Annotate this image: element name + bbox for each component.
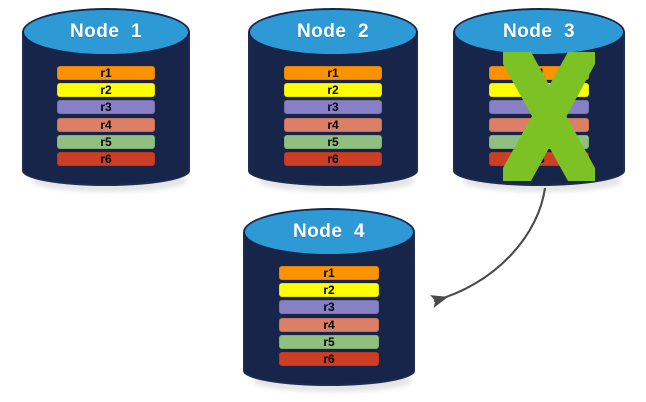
node-3[interactable]: Node 3 r1 r2 r3 r4 r5 r6 [453,8,625,192]
row-bar[interactable]: r4 [57,117,155,132]
row-bar[interactable]: r1 [489,66,589,80]
row-bar[interactable]: r5 [489,134,589,149]
node-label: Node 1 [69,21,143,42]
row-bar[interactable]: r4 [279,317,379,332]
row-bar[interactable]: r2 [489,83,589,98]
row-bar[interactable]: r1 [57,66,155,80]
row-bar[interactable]: r3 [57,100,155,115]
row-bar[interactable]: r5 [279,334,379,349]
row-bar[interactable]: r3 [489,100,589,115]
row-bar[interactable]: r2 [283,83,383,98]
row-bar[interactable]: r2 [279,283,379,298]
node-rows: r1 r2 r3 r4 r5 r6 [279,266,379,369]
node-label: Node 3 [502,21,576,42]
row-bar[interactable]: r6 [57,152,155,166]
row-bar[interactable]: r6 [283,152,383,166]
node-rows: r1 r2 r3 r4 r5 r6 [57,66,155,169]
row-bar[interactable]: r3 [279,300,379,315]
row-bar[interactable]: r6 [489,152,589,166]
row-bar[interactable]: r2 [57,83,155,98]
row-bar[interactable]: r5 [57,134,155,149]
row-bar[interactable]: r4 [489,117,589,132]
node-1[interactable]: Node 1 r1 r2 r3 r4 r5 r6 [22,8,190,192]
row-bar[interactable]: r1 [279,266,379,280]
node-cylinder-top [243,208,415,256]
node-rows: r1 r2 r3 r4 r5 r6 [489,66,589,169]
node-cylinder-top [22,8,190,56]
row-bar[interactable]: r4 [283,117,383,132]
node-2[interactable]: Node 2 r1 r2 r3 r4 r5 r6 [248,8,418,192]
row-bar[interactable]: r6 [279,352,379,366]
row-bar[interactable]: r5 [283,134,383,149]
node-4[interactable]: Node 4 r1 r2 r3 r4 r5 r6 [243,208,415,392]
node-cylinder-top [453,8,625,56]
node-label: Node 2 [296,21,370,42]
row-bar[interactable]: r1 [283,66,383,80]
row-bar[interactable]: r3 [283,100,383,115]
node-cylinder-top [248,8,418,56]
node-label: Node 4 [292,221,366,242]
node-rows: r1 r2 r3 r4 r5 r6 [283,66,383,169]
